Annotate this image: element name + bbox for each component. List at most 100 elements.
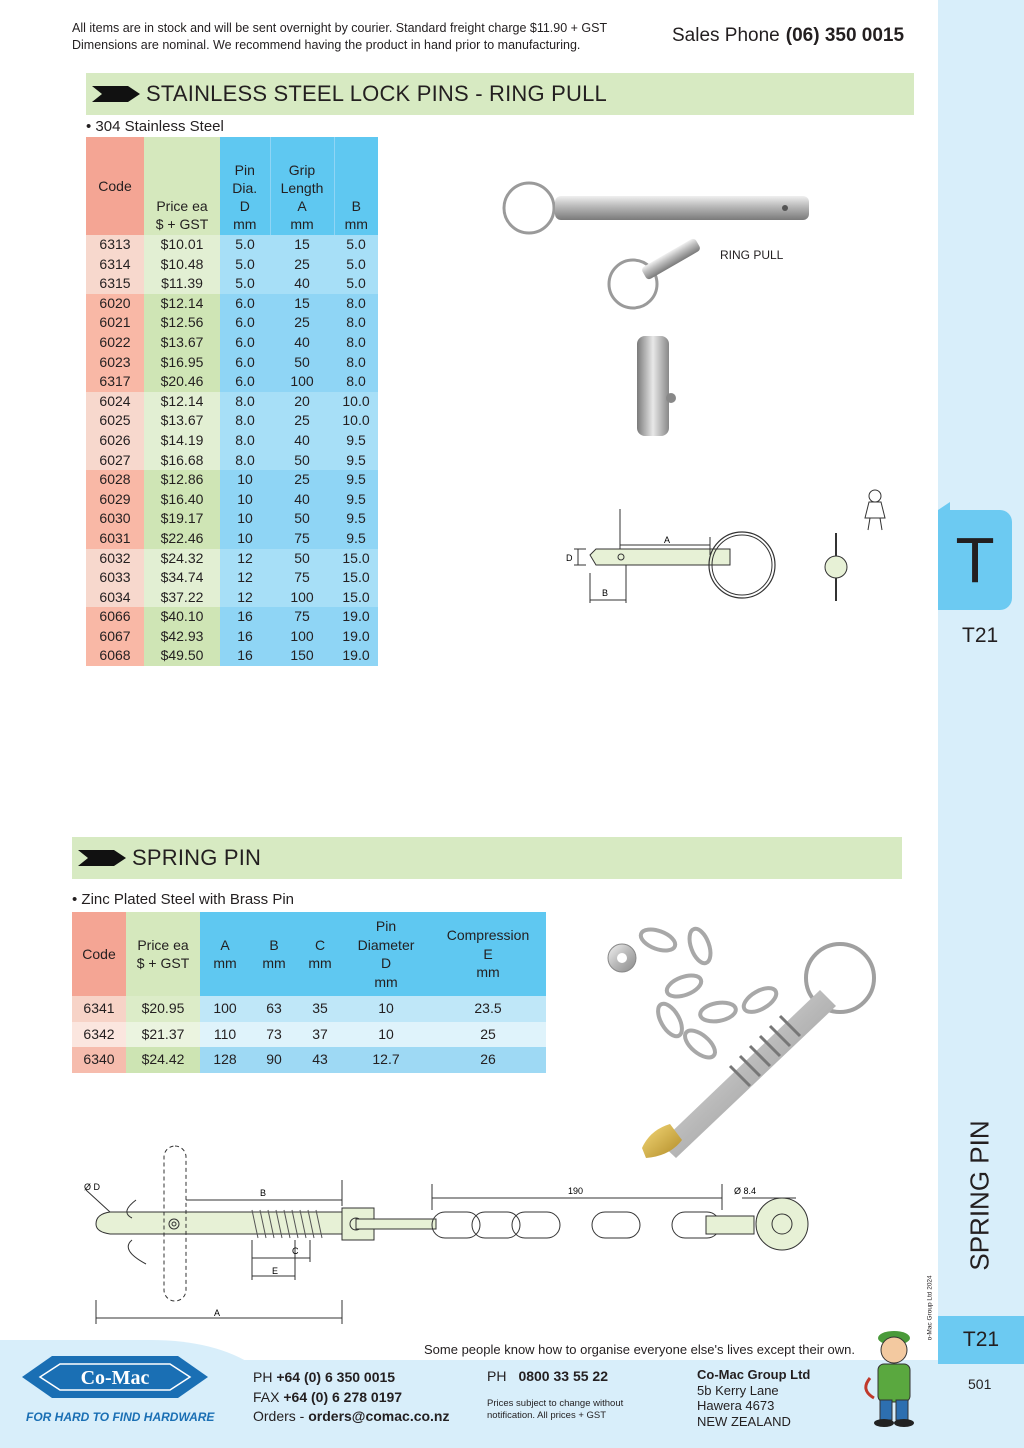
notice-line-2: Dimensions are nominal. We recommend hav… — [72, 38, 581, 52]
cell-price: $34.74 — [144, 568, 220, 588]
cell-pin-dia: 16 — [220, 626, 270, 647]
cell-pin-dia: 8.0 — [220, 411, 270, 431]
cell-grip-length: 40 — [270, 332, 334, 353]
arrow-icon — [92, 86, 140, 102]
mascot-icon — [864, 1331, 914, 1427]
cell-price: $12.86 — [144, 470, 220, 490]
cell-compression: 26 — [430, 1047, 546, 1073]
cell-price: $13.67 — [144, 411, 220, 431]
cell-b: 90 — [250, 1047, 298, 1073]
cell-b: 8.0 — [334, 352, 378, 373]
col-code: Code — [72, 912, 126, 996]
cell-pin-diameter: 10 — [342, 1021, 430, 1047]
cell-grip-length: 40 — [270, 430, 334, 451]
cell-b: 9.5 — [334, 489, 378, 510]
cell-code: 6313 — [86, 235, 144, 255]
cell-b: 15.0 — [334, 548, 378, 569]
cell-pin-dia: 8.0 — [220, 430, 270, 451]
cell-grip-length: 75 — [270, 568, 334, 588]
cell-pin-dia: 16 — [220, 607, 270, 627]
cell-code: 6032 — [86, 548, 144, 569]
dim-190-label: 190 — [568, 1186, 583, 1196]
cell-grip-length: 50 — [270, 509, 334, 529]
cell-pin-dia: 12 — [220, 548, 270, 569]
logo-text: Co-Mac — [81, 1367, 150, 1389]
cell-b: 9.5 — [334, 450, 378, 471]
cell-grip-length: 40 — [270, 274, 334, 294]
dim-c-label: C — [292, 1246, 299, 1256]
cell-b: 9.5 — [334, 528, 378, 549]
cell-code: 6066 — [86, 607, 144, 627]
cell-price: $11.39 — [144, 274, 220, 294]
material-bullet: • Zinc Plated Steel with Brass Pin — [72, 891, 295, 908]
tagline: FOR HARD TO FIND HARDWARE — [26, 1410, 215, 1424]
cell-code: 6023 — [86, 352, 144, 373]
dim-e-label: E — [272, 1266, 278, 1276]
col-code: Code — [86, 137, 144, 235]
cell-grip-length: 25 — [270, 411, 334, 431]
spring-pin-diagram: Ø D B C E A 190 Ø 8.4 — [84, 1145, 809, 1324]
cell-code: 6021 — [86, 313, 144, 333]
company-address: Co-Mac Group Ltd 5b Kerry Lane Hawera 46… — [697, 1367, 811, 1429]
section-banner-lock-pins: STAINLESS STEEL LOCK PINS - RING PULL — [86, 73, 914, 115]
cell-b: 10.0 — [334, 411, 378, 431]
footer-tab-code: T21 — [938, 1316, 1024, 1364]
cell-code: 6026 — [86, 430, 144, 451]
cell-code: 6341 — [72, 996, 126, 1022]
cell-b: 19.0 — [334, 607, 378, 627]
cell-price: $13.67 — [144, 332, 220, 353]
cell-c: 37 — [298, 1021, 342, 1047]
cell-code: 6030 — [86, 509, 144, 529]
freephone-link[interactable]: 0800 33 55 22 — [518, 1368, 608, 1384]
dim-od-label: Ø D — [84, 1182, 101, 1192]
cell-price: $24.32 — [144, 548, 220, 569]
cell-compression: 25 — [430, 1021, 546, 1047]
cell-b: 5.0 — [334, 254, 378, 275]
cell-code: 6034 — [86, 587, 144, 608]
phone-link[interactable]: +64 (0) 6 350 0015 — [276, 1369, 396, 1385]
cell-a: 128 — [200, 1047, 250, 1073]
dim-ring-label: Ø 8.4 — [734, 1186, 756, 1196]
cell-pin-dia: 5.0 — [220, 274, 270, 294]
cell-price: $14.19 — [144, 430, 220, 451]
cell-pin-dia: 5.0 — [220, 254, 270, 275]
cell-code: 6025 — [86, 411, 144, 431]
cell-pin-dia: 6.0 — [220, 293, 270, 314]
cell-b: 73 — [250, 1021, 298, 1047]
cell-grip-length: 50 — [270, 548, 334, 569]
cell-price: $10.01 — [144, 235, 220, 255]
dim-b-label: B — [260, 1188, 266, 1198]
cell-price: $37.22 — [144, 587, 220, 608]
cell-pin-dia: 6.0 — [220, 313, 270, 333]
cell-pin-dia: 10 — [220, 528, 270, 549]
cell-code: 6024 — [86, 391, 144, 412]
cell-code: 6317 — [86, 372, 144, 392]
cell-code: 6031 — [86, 528, 144, 549]
cell-grip-length: 100 — [270, 626, 334, 647]
cell-b: 5.0 — [334, 274, 378, 294]
fax-number: +64 (0) 6 278 0197 — [283, 1388, 403, 1405]
cell-grip-length: 25 — [270, 254, 334, 275]
cell-grip-length: 40 — [270, 489, 334, 510]
section-title: STAINLESS STEEL LOCK PINS - RING PULL — [146, 81, 607, 106]
cell-b: 15.0 — [334, 568, 378, 588]
material-bullet: • 304 Stainless Steel — [86, 118, 224, 135]
orders-email-link[interactable]: orders@comac.co.nz — [308, 1408, 450, 1424]
sales-number[interactable]: (06) 350 0015 — [785, 25, 905, 46]
cell-pin-dia: 5.0 — [220, 235, 270, 255]
section-title: SPRING PIN — [132, 845, 262, 870]
sales-label: Sales Phone — [672, 25, 780, 46]
cell-code: 6027 — [86, 450, 144, 471]
